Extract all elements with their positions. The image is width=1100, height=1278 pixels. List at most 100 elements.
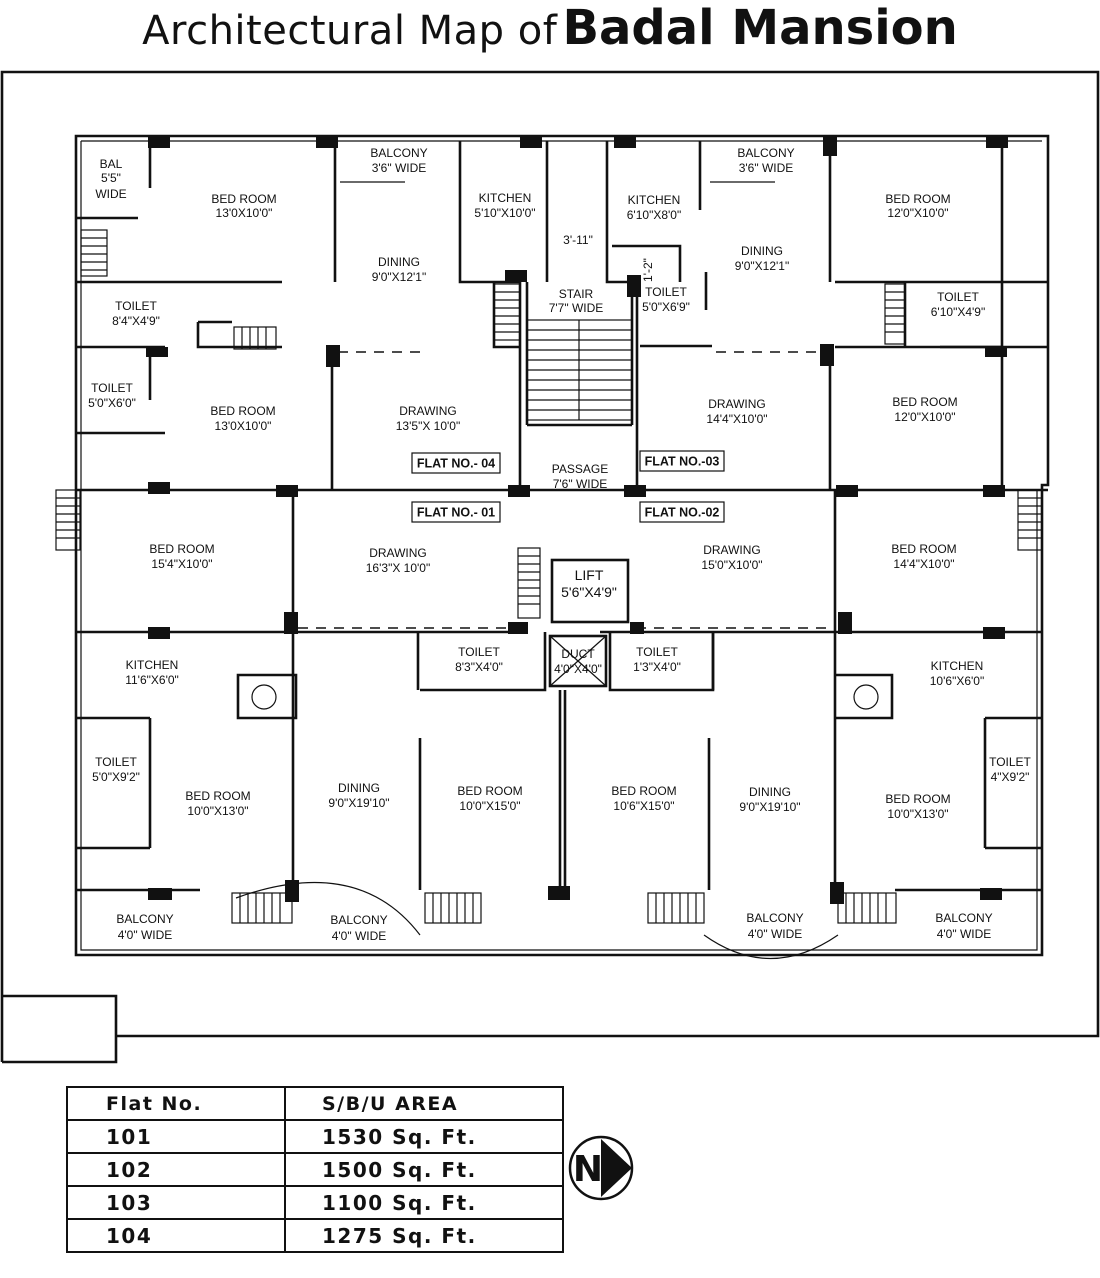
- flat-area: 1100 Sq. Ft.: [284, 1185, 564, 1220]
- staircase: [526, 319, 633, 421]
- room-dim: 9'0"X12'1": [372, 270, 426, 284]
- room-name: DINING: [741, 244, 783, 258]
- room-name: TOILET: [91, 381, 133, 395]
- room-dim: 9'0"X19'10": [739, 800, 800, 814]
- room-dim: 3'6" WIDE: [739, 161, 794, 175]
- room-dim: 13'0X10'0": [215, 419, 272, 433]
- room-name: BALCONY: [746, 911, 803, 925]
- flat-area: 1500 Sq. Ft.: [284, 1152, 564, 1187]
- flat-tag-01: FLAT NO.- 01: [417, 506, 495, 520]
- room-dim: 8'3"X4'0": [455, 660, 503, 674]
- flat-area: 1530 Sq. Ft.: [284, 1119, 564, 1154]
- interior-walls: [76, 141, 1048, 892]
- room-name: KITCHEN: [628, 193, 681, 207]
- room-dim: 1'3"X4'0": [633, 660, 681, 674]
- room-name: BED ROOM: [611, 784, 676, 798]
- page-title: Architectural Map of Badal Mansion: [0, 0, 1100, 62]
- room-dim: 4"X9'2": [991, 770, 1030, 784]
- room-name: DRAWING: [703, 543, 761, 557]
- flat-tag-02: FLAT NO.-02: [645, 506, 720, 520]
- room-dim: 4'0" WIDE: [118, 928, 173, 942]
- room-name: TOILET: [636, 645, 678, 659]
- header-flat-no: Flat No.: [66, 1086, 286, 1121]
- room-name: BALCONY: [116, 912, 173, 926]
- room-name: BALCONY: [737, 146, 794, 160]
- room-dim: 10'0"X15'0": [459, 799, 520, 813]
- room-dim: 13'5"X 10'0": [396, 419, 460, 433]
- room-dim: 6'10"X8'0": [627, 208, 681, 222]
- table-row: 104 1275 Sq. Ft.: [66, 1218, 564, 1253]
- columns: [146, 136, 1008, 904]
- table-row: 101 1530 Sq. Ft.: [66, 1119, 564, 1154]
- floor-plan: FLAT NO.- 04 FLAT NO.-03 FLAT NO.- 01 FL…: [0, 70, 1100, 1064]
- room-name: KITCHEN: [479, 191, 532, 205]
- flat-number: 104: [66, 1218, 286, 1253]
- room-name: PASSAGE: [552, 462, 608, 476]
- lift-shaft: [550, 558, 630, 624]
- flat-number: 103: [66, 1185, 286, 1220]
- flat-tag-04: FLAT NO.- 04: [417, 457, 495, 471]
- duct-shaft: [548, 634, 608, 688]
- table-row: 103 1100 Sq. Ft.: [66, 1185, 564, 1220]
- area-table-header: Flat No. S/B/U AREA: [66, 1086, 564, 1121]
- room-name: TOILET: [95, 755, 137, 769]
- room-dim: 9'0"X19'10": [328, 796, 389, 810]
- room-name: DINING: [749, 785, 791, 799]
- room-name: BED ROOM: [210, 404, 275, 418]
- room-name: BALCONY: [935, 911, 992, 925]
- room-dim: 4'0" WIDE: [937, 927, 992, 941]
- room-dim: 4'0" WIDE: [748, 927, 803, 941]
- flat-tag-03: FLAT NO.-03: [645, 455, 720, 469]
- room-dim: 11'6"X6'0": [125, 673, 179, 687]
- room-name: LIFT: [575, 567, 604, 583]
- room-name: KITCHEN: [931, 659, 984, 673]
- room-name: BAL: [100, 157, 123, 171]
- room-dim: 10'0"X13'0": [187, 804, 248, 818]
- flat-area: 1275 Sq. Ft.: [284, 1218, 564, 1253]
- room-name: STAIR: [559, 287, 594, 301]
- room-dim: 12'0"X10'0": [894, 410, 955, 424]
- building-outline: [74, 134, 1050, 957]
- room-dim: 5'0"X9'2": [92, 770, 140, 784]
- header-area: S/B/U AREA: [284, 1086, 564, 1121]
- room-dim: 14'4"X10'0": [706, 412, 767, 426]
- room-dim: 5'0"X6'9": [642, 300, 690, 314]
- room-name: BED ROOM: [892, 395, 957, 409]
- room-name: BED ROOM: [185, 789, 250, 803]
- title-prefix: Architectural Map of: [142, 8, 558, 54]
- room-name: DINING: [338, 781, 380, 795]
- room-name: DRAWING: [369, 546, 427, 560]
- room-dim: 13'0X10'0": [216, 206, 273, 220]
- room-name: DRAWING: [708, 397, 766, 411]
- room-name: BED ROOM: [885, 792, 950, 806]
- room-name: KITCHEN: [126, 658, 179, 672]
- room-dim: 3'6" WIDE: [372, 161, 427, 175]
- room-dim: 7'6" WIDE: [553, 477, 608, 491]
- north-arrow-icon: N: [568, 1135, 634, 1201]
- room-dim: 5'0"X6'0": [88, 396, 136, 410]
- room-dim: 10'6"X15'0": [613, 799, 674, 813]
- room-dim: 12'0"X10'0": [887, 206, 948, 220]
- room-name: BED ROOM: [885, 192, 950, 206]
- room-name: BALCONY: [330, 913, 387, 927]
- flat-tags: FLAT NO.- 04 FLAT NO.-03 FLAT NO.- 01 FL…: [411, 450, 725, 523]
- room-dim: 15'4"X10'0": [151, 557, 212, 571]
- title-building-name: Badal Mansion: [562, 0, 958, 56]
- room-name: DINING: [378, 255, 420, 269]
- room-name: BED ROOM: [149, 542, 214, 556]
- room-dim: 6'10"X4'9": [931, 305, 985, 319]
- room-dim: 7'7" WIDE: [549, 301, 604, 315]
- small-dimension: 1'-2": [641, 258, 655, 282]
- room-name: BED ROOM: [891, 542, 956, 556]
- flat-number: 101: [66, 1119, 286, 1154]
- room-name: TOILET: [989, 755, 1031, 769]
- flat-number: 102: [66, 1152, 286, 1187]
- room-name: DRAWING: [399, 404, 457, 418]
- room-dim: 10'6"X6'0": [930, 674, 984, 688]
- room-name: BED ROOM: [211, 192, 276, 206]
- room-name: TOILET: [458, 645, 500, 659]
- building-outline-inner: [80, 140, 1042, 951]
- room-name: TOILET: [937, 290, 979, 304]
- room-labels: BAL 5'5" WIDE BED ROOM 13'0X10'0" BALCON…: [88, 146, 1031, 943]
- room-name: TOILET: [115, 299, 157, 313]
